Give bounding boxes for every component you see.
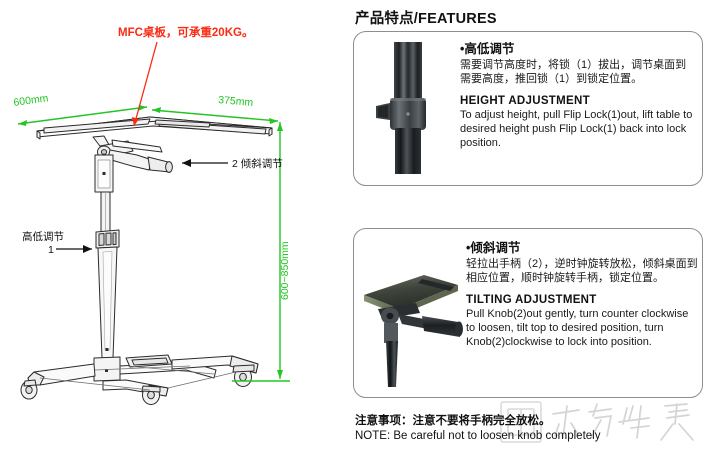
lower-column-illustration <box>97 246 118 359</box>
dimension-lines <box>17 105 290 382</box>
tilt-callout-label: 2 倾斜调节 <box>232 157 283 170</box>
dimension-depth-label: 375mm <box>218 94 254 109</box>
height-adjust-callout-arrow <box>56 245 92 253</box>
features-panel: 产品特点/FEATURES <box>345 0 720 464</box>
feature-2-en-body: Pull Knob(2)out gently, turn counter clo… <box>466 308 689 348</box>
feature-card-tilting-adjustment: •倾斜调节 轻拉出手柄（2），逆时钟旋转放松，倾斜桌面到相应位置，顺时钟旋转手柄… <box>353 228 703 398</box>
height-adjust-callout-number: 1 <box>48 244 54 256</box>
caster-base-illustration <box>20 354 259 405</box>
tabletop-illustration <box>36 116 273 140</box>
height-adjust-callout-label: 高低调节 <box>22 230 64 243</box>
dimension-height-label: 600~850mm <box>279 241 291 300</box>
feature-1-en-body: To adjust height, pull Flip Lock(1)out, … <box>460 109 693 149</box>
mfc-top-callout-leader <box>132 41 158 127</box>
tilting-top-knob-photo <box>362 269 468 391</box>
flip-lock-collar-illustration <box>95 229 120 249</box>
tilt-callout-arrow <box>182 159 228 167</box>
feature-card-height-adjustment: •高低调节 需要调节高度时，将锁（1）拔出，调节桌面到需要高度，推回锁（1）到锁… <box>353 31 703 186</box>
telescoping-tube-illustration <box>100 191 111 233</box>
features-title: 产品特点/FEATURES <box>355 11 497 27</box>
tilt-knob-illustration <box>92 135 173 173</box>
column-flip-lock-photo <box>368 40 454 178</box>
upper-column-illustration <box>94 154 114 193</box>
feature-1-cn-body: 需要调节高度时，将锁（1）拔出，调节桌面到需要高度，推回锁（1）到锁定位置。 <box>460 59 687 86</box>
feature-2-cn-title: •倾斜调节 <box>466 241 521 255</box>
feature-1-cn-title: •高低调节 <box>460 42 515 56</box>
note-block: 注意事项：注意不要将手柄完全放松。 NOTE: Be careful not t… <box>355 414 715 444</box>
mfc-top-callout-label: MFC桌板，可承重20KG。 <box>118 25 253 39</box>
dimension-width-label: 600mm <box>13 92 50 109</box>
note-cn-text: 注意事项：注意不要将手柄完全放松。 <box>355 415 551 427</box>
feature-text-height: •高低调节 需要调节高度时，将锁（1）拔出，调节桌面到需要高度，推回锁（1）到锁… <box>460 42 696 150</box>
note-en-text: NOTE: Be careful not to loosen knob comp… <box>355 430 601 442</box>
feature-text-tilting: •倾斜调节 轻拉出手柄（2），逆时钟旋转放松，倾斜桌面到相应位置，顺时钟旋转手柄… <box>466 241 698 349</box>
feature-2-en-title: TILTING ADJUSTMENT <box>466 294 597 307</box>
technical-drawing: 600mm 375mm 600~850mm MFC桌板，可承重20KG。 2 倾… <box>0 0 345 464</box>
feature-2-cn-body: 轻拉出手柄（2），逆时钟旋转放松，倾斜桌面到相应位置，顺时钟旋转手柄，锁定位置。 <box>466 258 698 285</box>
feature-1-en-title: HEIGHT ADJUSTMENT <box>460 95 590 108</box>
